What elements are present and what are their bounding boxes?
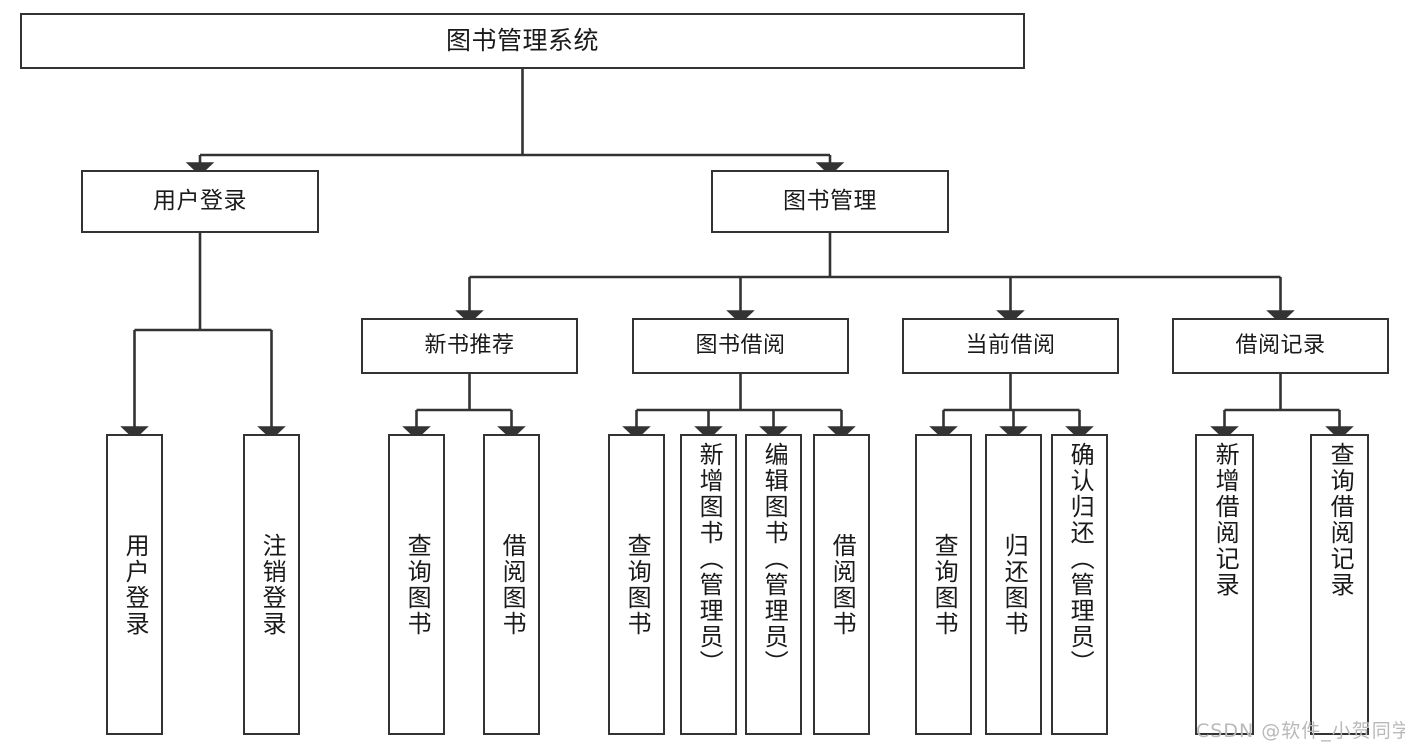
node-label: 借阅图书 xyxy=(498,532,527,637)
node-n-book-borrow[interactable]: 图书借阅 xyxy=(632,318,849,374)
node-label: 图书管理系统 xyxy=(445,26,599,56)
node-label: 借阅记录 xyxy=(1235,333,1326,359)
node-label: 图书管理 xyxy=(783,187,877,214)
node-l-br-add[interactable]: 新增借阅记录 xyxy=(1195,434,1254,735)
node-root[interactable]: 图书管理系统 xyxy=(20,13,1025,69)
node-label: 新书推荐 xyxy=(424,333,515,359)
node-l-user-login[interactable]: 用户登录 xyxy=(106,434,163,735)
node-label: 归还图书 xyxy=(1000,532,1029,637)
node-n-current-borrow[interactable]: 当前借阅 xyxy=(902,318,1119,374)
node-l-br-query[interactable]: 查询借阅记录 xyxy=(1310,434,1369,735)
edge-group xyxy=(120,69,1354,440)
node-n-user-login[interactable]: 用户登录 xyxy=(81,170,319,233)
node-l-cb-confirm[interactable]: 确认归还（管理员） xyxy=(1051,434,1108,735)
node-label: 新增图书（管理员） xyxy=(695,442,724,676)
node-l-bb-query[interactable]: 查询图书 xyxy=(608,434,665,735)
node-l-bb-add[interactable]: 新增图书（管理员） xyxy=(680,434,737,735)
node-label: 查询图书 xyxy=(930,532,959,637)
node-l-cb-query[interactable]: 查询图书 xyxy=(915,434,972,735)
node-n-book-mgmt[interactable]: 图书管理 xyxy=(711,170,949,233)
node-label: 查询图书 xyxy=(623,532,652,637)
node-label: 编辑图书（管理员） xyxy=(760,442,789,676)
node-label: 新增借阅记录 xyxy=(1211,442,1240,598)
node-label: 查询图书 xyxy=(403,532,432,637)
node-label: 查询借阅记录 xyxy=(1326,442,1355,598)
node-label: 确认归还（管理员） xyxy=(1066,442,1095,676)
node-n-new-book-rec[interactable]: 新书推荐 xyxy=(361,318,578,374)
node-label: 用户登录 xyxy=(121,532,150,637)
watermark-text: CSDN @软件_小贺同学 xyxy=(1196,720,1405,742)
node-l-rec-borrow[interactable]: 借阅图书 xyxy=(483,434,540,735)
node-l-cb-return[interactable]: 归还图书 xyxy=(985,434,1042,735)
node-l-bb-edit[interactable]: 编辑图书（管理员） xyxy=(745,434,802,735)
node-label: 借阅图书 xyxy=(828,532,857,637)
node-label: 当前借阅 xyxy=(965,333,1056,359)
node-label: 图书借阅 xyxy=(695,333,786,359)
node-n-borrow-record[interactable]: 借阅记录 xyxy=(1172,318,1389,374)
node-l-rec-query[interactable]: 查询图书 xyxy=(388,434,445,735)
node-label: 用户登录 xyxy=(153,187,247,214)
node-label: 注销登录 xyxy=(258,532,287,637)
node-l-user-logout[interactable]: 注销登录 xyxy=(243,434,300,735)
node-l-bb-borrow[interactable]: 借阅图书 xyxy=(813,434,870,735)
